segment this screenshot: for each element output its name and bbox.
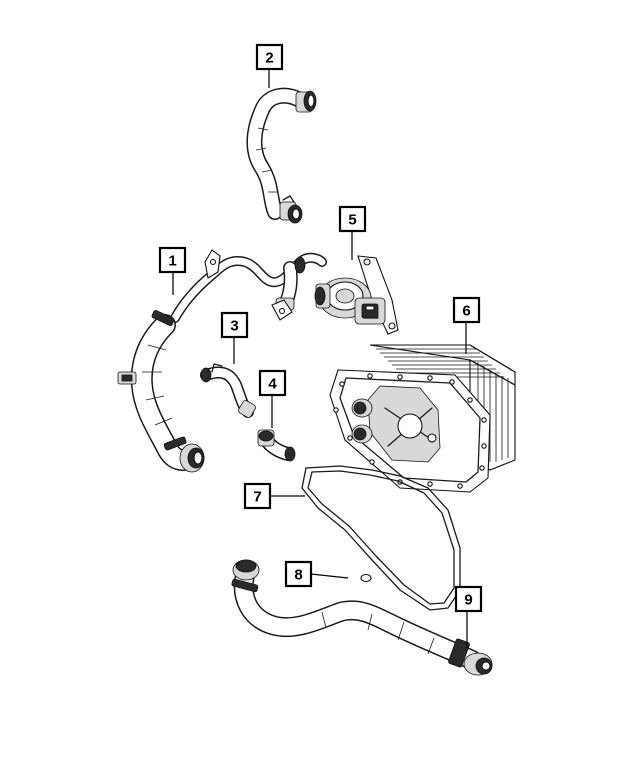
callout-5-label: 5 (348, 212, 356, 229)
leader-lines (172, 69, 468, 648)
callout-7: 7 (243, 482, 272, 510)
callout-6: 6 (452, 296, 481, 324)
callout-1: 1 (158, 246, 187, 274)
callout-1-label: 1 (168, 253, 176, 270)
part-7-gasket (301, 465, 461, 611)
callout-5: 5 (338, 205, 367, 233)
callout-8-label: 8 (294, 567, 302, 584)
callout-4: 4 (258, 369, 287, 397)
callout-6-label: 6 (462, 303, 470, 320)
callout-4-label: 4 (268, 376, 277, 393)
part-2-hose (246, 87, 317, 224)
part-4-hose (257, 429, 296, 462)
part-5-coolant-pump (314, 255, 399, 335)
part-3-hose (200, 363, 256, 418)
part-6-charge-air-cooler (329, 344, 516, 493)
callout-2: 2 (255, 43, 284, 71)
callout-9: 9 (454, 585, 483, 613)
callout-7-label: 7 (253, 489, 261, 506)
callout-3: 3 (220, 311, 249, 339)
part-9-hose (231, 559, 493, 676)
callout-3-label: 3 (230, 318, 238, 335)
callout-2-label: 2 (265, 50, 273, 67)
callout-8: 8 (284, 560, 313, 588)
callout-9-label: 9 (464, 592, 472, 609)
part-1-hose-assembly (117, 249, 327, 473)
part-8-o-ring (360, 573, 372, 583)
